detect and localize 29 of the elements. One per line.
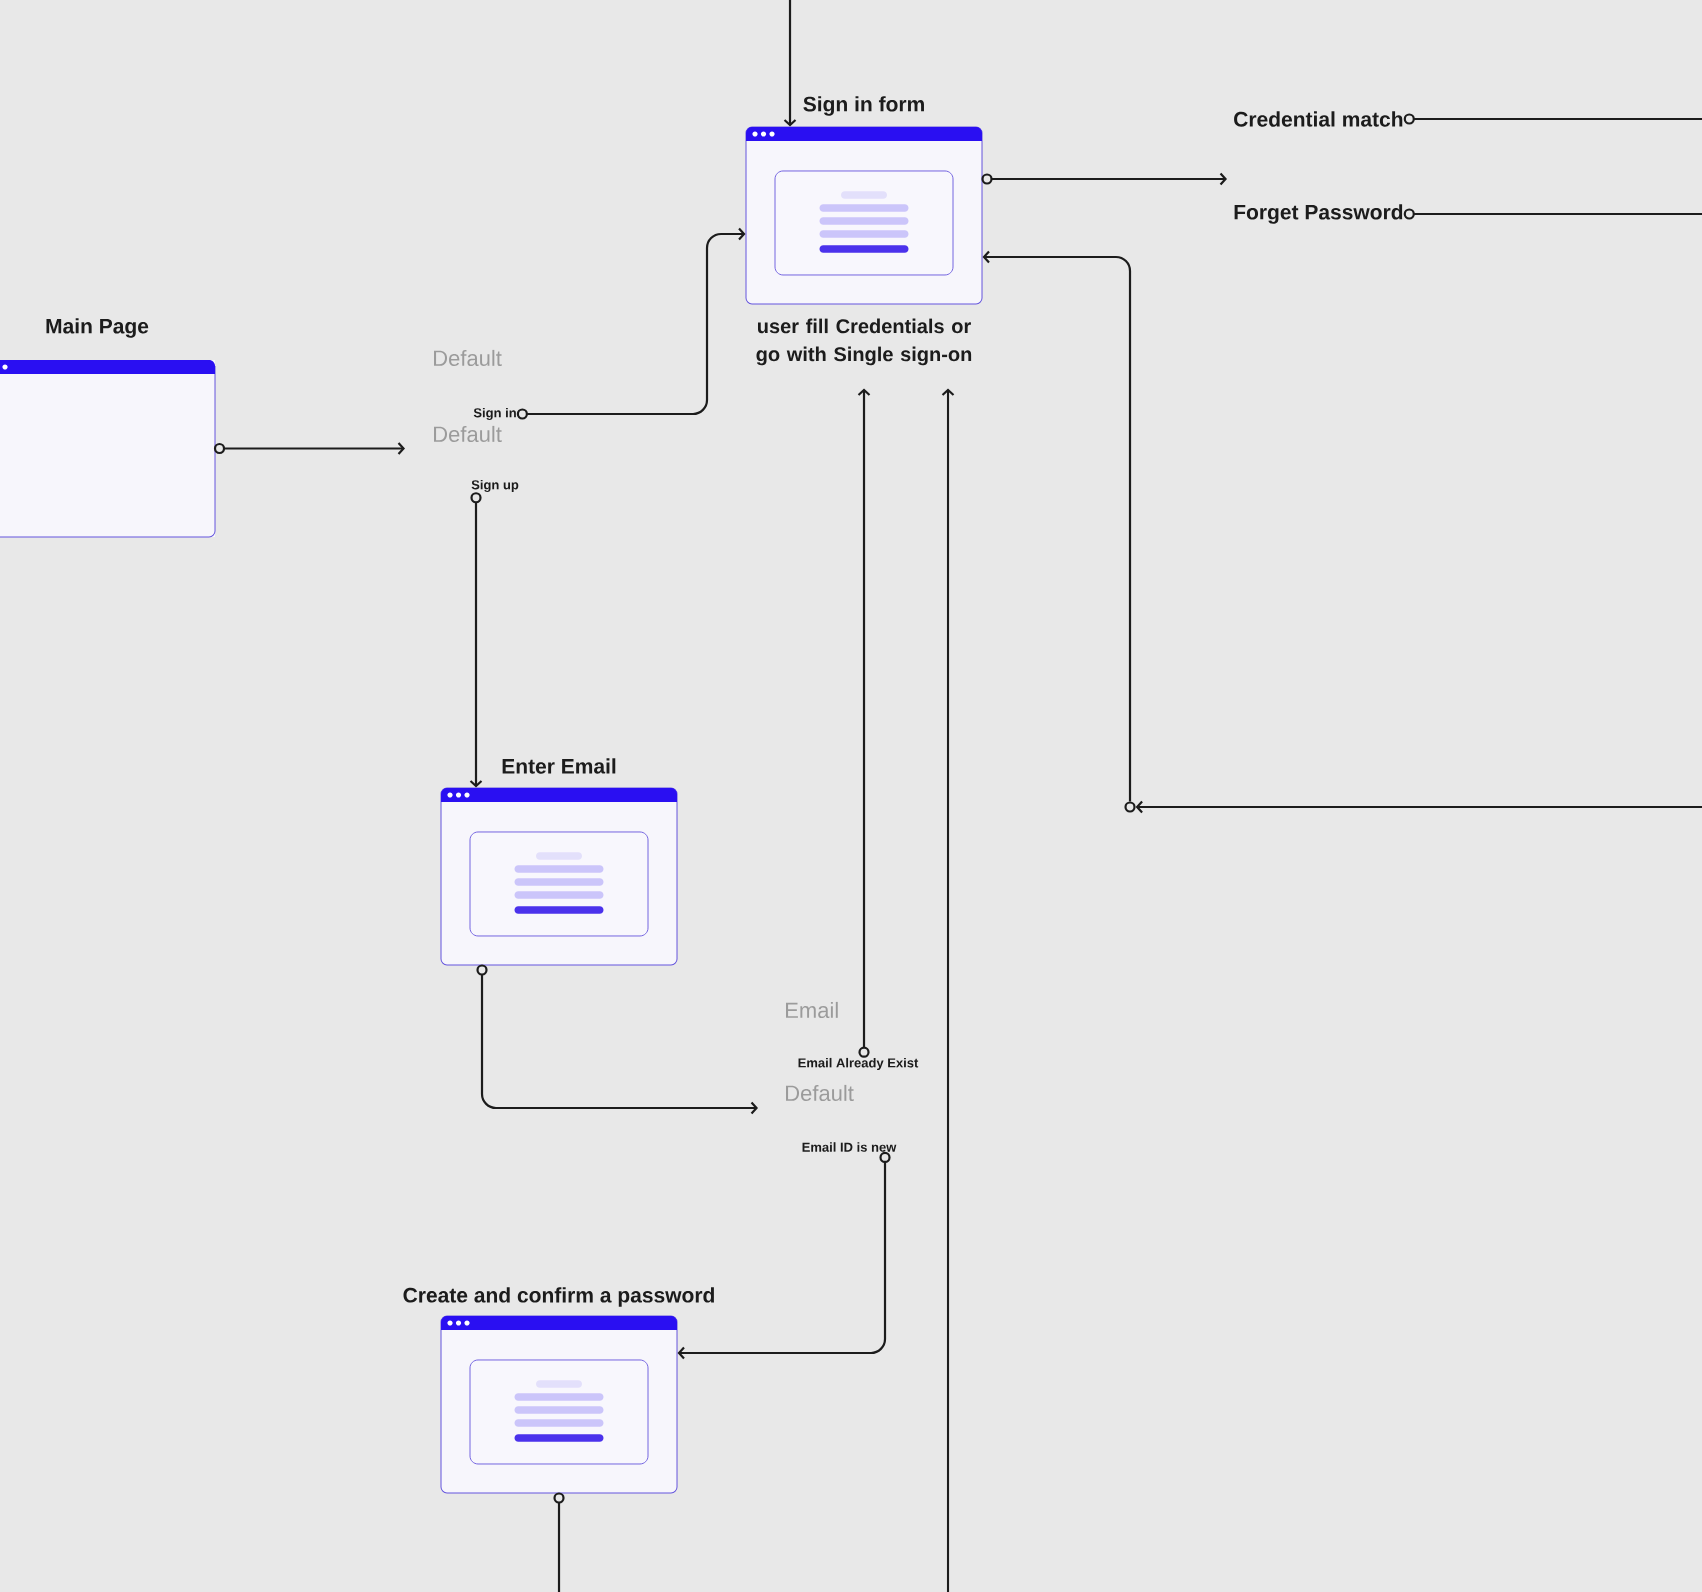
connector-line: [1413, 212, 1702, 216]
connector-line: [1413, 117, 1702, 121]
screen-caption: user fill Credentials or go with Single sign-on: [756, 318, 972, 366]
arrow: [677, 1161, 887, 1360]
variant-label: Email: [786, 1001, 838, 1019]
variant-label: Default: [434, 349, 502, 367]
option-label: Email Already Exist: [798, 1057, 919, 1071]
variant-label: Default: [434, 425, 502, 443]
arrow: [469, 502, 483, 788]
option-label: Email ID is new: [802, 1142, 897, 1152]
screen-title: Sign in form: [803, 96, 924, 116]
screen-title: Create and confirm a password: [403, 1287, 714, 1307]
arrow: [480, 974, 758, 1115]
arrow: [1135, 800, 1702, 814]
arrow: [783, 0, 797, 127]
arrow: [526, 227, 746, 416]
screen-title: Main Page: [46, 318, 149, 338]
option-label: Sign in: [473, 407, 516, 421]
arrow: [991, 172, 1227, 186]
option-label: Sign up: [471, 479, 519, 493]
arrow: [941, 388, 955, 1592]
screen-title: Enter Email: [502, 758, 616, 774]
branch-label: Forget Password: [1234, 204, 1403, 224]
arrow: [224, 442, 405, 455]
arrow: [857, 388, 871, 1048]
variant-label: Default: [786, 1084, 854, 1102]
branch-label: Credential match: [1234, 111, 1403, 127]
connector-line: [557, 1502, 561, 1592]
arrow: [982, 250, 1132, 802]
